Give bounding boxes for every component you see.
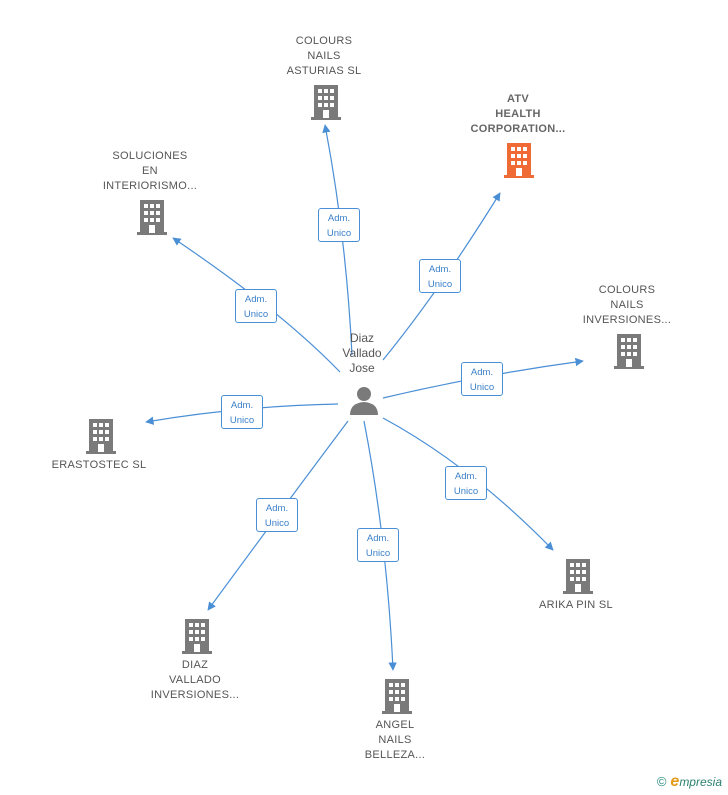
relation-role: Adm. [265, 503, 289, 514]
relation-role: Adm. [244, 294, 268, 305]
relation-badge-arika-pin[interactable]: Adm. Unico [445, 466, 487, 500]
relation-role: Unico [243, 309, 269, 320]
company-label-line: COLOURS [598, 284, 656, 296]
relation-role: Adm. [327, 213, 351, 224]
building-icon[interactable] [380, 678, 414, 714]
building-icon[interactable] [180, 618, 214, 654]
company-label-line: ASTURIAS SL [286, 65, 362, 77]
relation-badge-colours-asturias[interactable]: Adm. Unico [318, 208, 360, 242]
relation-role: Adm. [230, 400, 254, 411]
relation-role: Unico [453, 486, 479, 497]
person-name[interactable]: Diaz Vallado Jose [342, 331, 381, 376]
company-label-line: ERASTOSTEC SL [51, 459, 147, 471]
company-label-diaz-vallado-inv[interactable]: DIAZ VALLADO INVERSIONES... [151, 658, 240, 703]
relation-role: Adm. [366, 533, 390, 544]
brand-name: mpresia [679, 775, 722, 789]
company-label-arika-pin[interactable]: ARIKA PIN SL [539, 598, 613, 613]
company-label-line: INTERIORISMO... [102, 180, 198, 192]
company-label-angel-nails[interactable]: ANGEL NAILS BELLEZA... [365, 718, 425, 763]
building-icon[interactable] [135, 199, 169, 235]
company-label-erastostec[interactable]: ERASTOSTEC SL [52, 458, 147, 473]
person-icon[interactable] [348, 384, 380, 416]
company-label-line: INVERSIONES... [150, 689, 240, 701]
company-label-line: NAILS [610, 299, 644, 311]
brand-initial: e [670, 773, 680, 790]
company-label-atv-health[interactable]: ATV HEALTH CORPORATION... [470, 92, 565, 137]
relation-badge-atv-health[interactable]: Adm. Unico [419, 259, 461, 293]
company-label-line: BELLEZA... [364, 749, 426, 761]
company-label-line: ATV [506, 93, 530, 105]
building-icon[interactable] [561, 558, 595, 594]
company-label-soluciones[interactable]: SOLUCIONES EN INTERIORISMO... [103, 149, 197, 194]
person-name-line: Diaz [349, 331, 375, 345]
company-label-line: VALLADO [168, 674, 222, 686]
relation-role: Unico [264, 518, 290, 529]
relation-badge-erastostec[interactable]: Adm. Unico [221, 395, 263, 429]
relation-badge-colours-inversiones[interactable]: Adm. Unico [461, 362, 503, 396]
relation-role: Adm. [428, 264, 452, 275]
person-name-line: Vallado [342, 346, 382, 360]
company-label-line: ANGEL [375, 719, 415, 731]
company-label-line: ARIKA PIN SL [539, 599, 613, 611]
company-label-line: SOLUCIONES [112, 150, 188, 162]
company-label-colours-inversiones[interactable]: COLOURS NAILS INVERSIONES... [583, 283, 672, 328]
relation-role: Unico [427, 279, 453, 290]
relation-role: Unico [365, 548, 391, 559]
relation-role: Adm. [454, 471, 478, 482]
company-label-colours-asturias[interactable]: COLOURS NAILS ASTURIAS SL [287, 34, 362, 79]
relation-role: Adm. [470, 367, 494, 378]
building-icon[interactable] [502, 142, 536, 178]
relation-role: Unico [229, 415, 255, 426]
copyright-icon: © [656, 774, 667, 789]
building-icon[interactable] [309, 84, 343, 120]
building-icon[interactable] [612, 333, 646, 369]
relation-badge-soluciones[interactable]: Adm. Unico [235, 289, 277, 323]
company-label-line: DIAZ [181, 659, 209, 671]
person-name-line: Jose [349, 361, 375, 375]
company-label-line: HEALTH [495, 108, 541, 120]
relation-role: Unico [469, 382, 495, 393]
brand-logo[interactable]: ©empresia [657, 773, 722, 791]
company-label-line: COLOURS [295, 35, 353, 47]
relation-badge-diaz-vallado-inv[interactable]: Adm. Unico [256, 498, 298, 532]
company-label-line: NAILS [378, 734, 412, 746]
company-label-line: INVERSIONES... [582, 314, 672, 326]
company-label-line: CORPORATION... [470, 123, 566, 135]
relation-role: Unico [326, 228, 352, 239]
company-label-line: NAILS [307, 50, 341, 62]
company-label-line: EN [142, 165, 158, 177]
building-icon[interactable] [84, 418, 118, 454]
relation-badge-angel-nails[interactable]: Adm. Unico [357, 528, 399, 562]
